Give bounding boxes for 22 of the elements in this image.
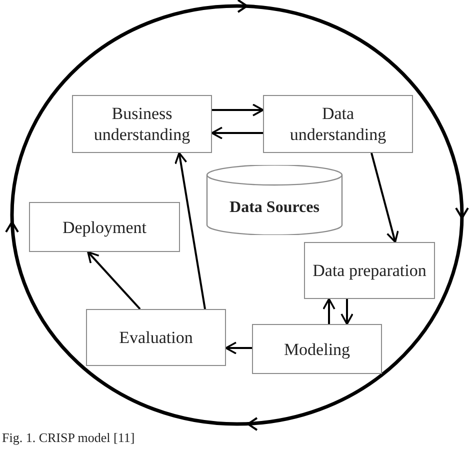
- arrow: [174, 152, 206, 310]
- figure-caption: Fig. 1. CRISP model [11]: [2, 430, 135, 446]
- node-label: Business understanding: [92, 103, 192, 145]
- arrow: [340, 299, 354, 325]
- node-label: Evaluation: [119, 327, 193, 348]
- node-label: Deployment: [62, 216, 147, 238]
- node-label: Data understanding: [288, 103, 388, 145]
- arrow: [211, 126, 263, 140]
- arrow: [225, 342, 252, 354]
- node-label: Modeling: [284, 338, 350, 360]
- node-label: Data Sources: [230, 198, 320, 218]
- process-box: [304, 242, 435, 299]
- node-label: Data preparation: [312, 260, 426, 281]
- arrow: [370, 152, 399, 243]
- process-box: [72, 95, 212, 153]
- process-box: [29, 202, 180, 252]
- process-box: [252, 324, 382, 374]
- arrow: [322, 298, 336, 324]
- process-box: [263, 95, 413, 153]
- process-box: [86, 309, 226, 366]
- arrow: [212, 104, 264, 116]
- arrow: [87, 251, 141, 310]
